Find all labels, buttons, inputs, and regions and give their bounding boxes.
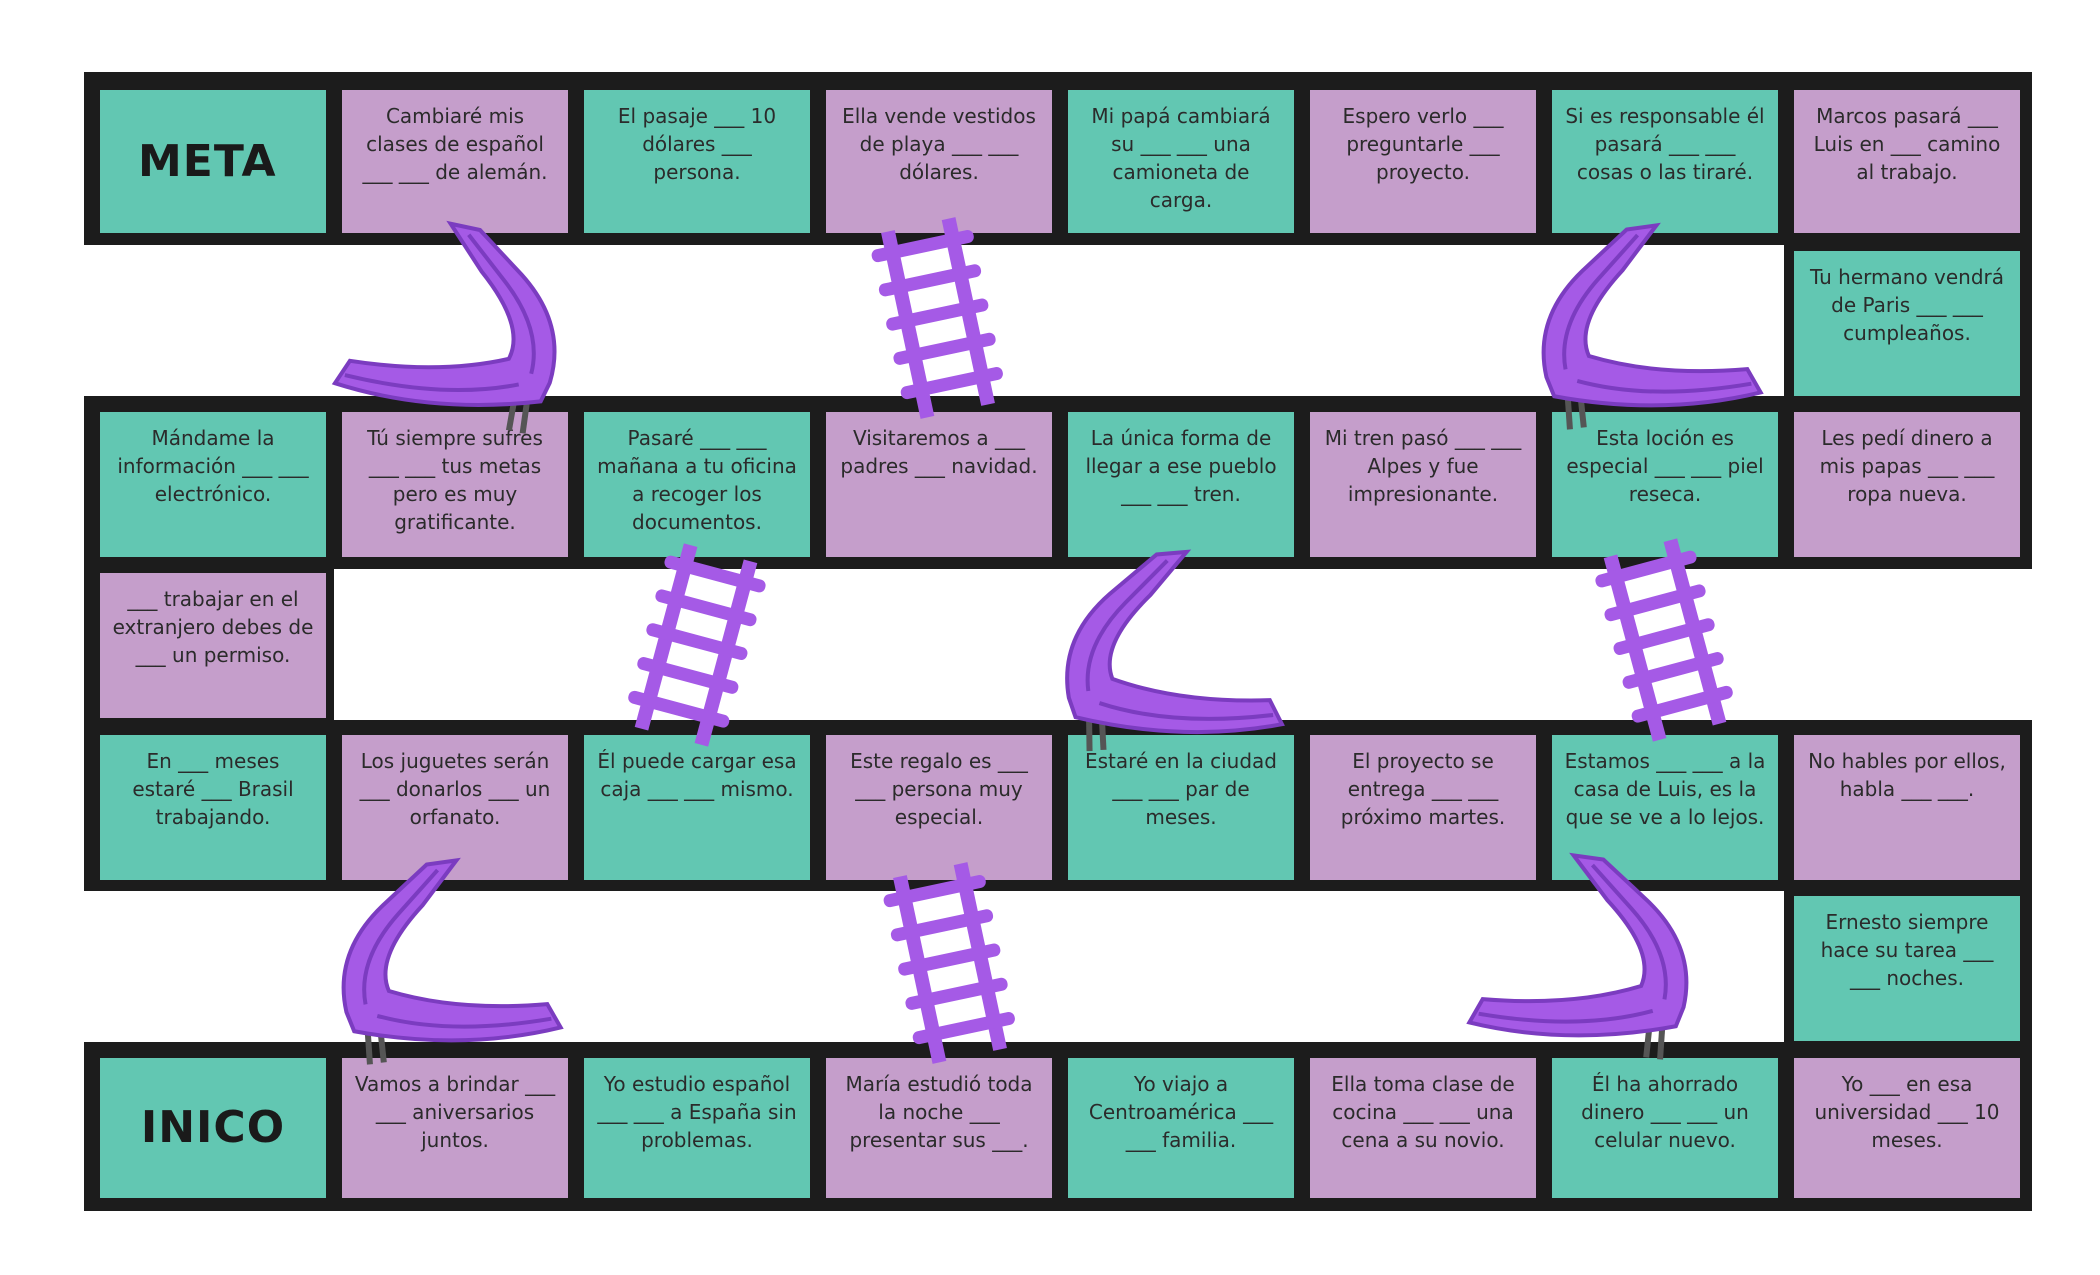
square-text: Mi tren pasó ___ ___ Alpes y fue impresi…: [1324, 426, 1522, 506]
board-square[interactable]: Marcos pasará ___ Luis en ___ camino al …: [1794, 90, 2020, 233]
square-text: Mi papá cambiará su ___ ___ una camionet…: [1091, 104, 1271, 212]
board-square[interactable]: ___ trabajar en el extranjero debes de _…: [100, 573, 326, 718]
board-square[interactable]: Visitaremos a ___ padres ___ navidad.: [826, 412, 1052, 557]
board-square[interactable]: En ___ meses estaré ___ Brasil trabajand…: [100, 735, 326, 880]
board-square[interactable]: Les pedí dinero a mis papas ___ ___ ropa…: [1794, 412, 2020, 557]
board-square[interactable]: Los juguetes serán ___ donarlos ___ un o…: [342, 735, 568, 880]
board-square[interactable]: El proyecto se entrega ___ ___ próximo m…: [1310, 735, 1536, 880]
board-square[interactable]: Mándame la información ___ ___ electróni…: [100, 412, 326, 557]
board-square[interactable]: Mi tren pasó ___ ___ Alpes y fue impresi…: [1310, 412, 1536, 557]
square-text: Yo viajo a Centroamérica ___ ___ familia…: [1088, 1072, 1274, 1152]
square-text: Ernesto siempre hace su tarea ___ ___ no…: [1820, 910, 1994, 990]
board-square[interactable]: Él puede cargar esa caja ___ ___ mismo.: [584, 735, 810, 880]
board-square[interactable]: Esta loción es especial ___ ___ piel res…: [1552, 412, 1778, 557]
square-text: El pasaje ___ 10 dólares ___ persona.: [617, 104, 777, 184]
finish-cell[interactable]: META: [100, 90, 326, 233]
square-text: Ella toma clase de cocina ___ ___ una ce…: [1331, 1072, 1515, 1152]
square-text: ___ trabajar en el extranjero debes de _…: [112, 587, 314, 667]
board-square[interactable]: María estudió toda la noche ___ presenta…: [826, 1058, 1052, 1198]
square-text: Él puede cargar esa caja ___ ___ mismo.: [597, 749, 797, 801]
board-square[interactable]: Yo viajo a Centroamérica ___ ___ familia…: [1068, 1058, 1294, 1198]
square-text: El proyecto se entrega ___ ___ próximo m…: [1340, 749, 1506, 829]
board-square[interactable]: Cambiaré mis clases de español ___ ___ d…: [342, 90, 568, 233]
board-square[interactable]: Ernesto siempre hace su tarea ___ ___ no…: [1794, 896, 2020, 1041]
square-text: Espero verlo ___ preguntarle ___ proyect…: [1342, 104, 1504, 184]
square-text: Él ha ahorrado dinero ___ ___ un celular…: [1581, 1072, 1749, 1152]
start-cell[interactable]: INICO: [100, 1058, 326, 1198]
ladder-2: [621, 539, 771, 751]
square-text: Esta loción es especial ___ ___ piel res…: [1566, 426, 1764, 506]
start-label: INICO: [140, 1102, 286, 1153]
board-square[interactable]: Ella vende vestidos de playa ___ ___ dól…: [826, 90, 1052, 233]
board-square[interactable]: No hables por ellos, habla ___ ___.: [1794, 735, 2020, 880]
square-text: Si es responsable él pasará ___ ___ cosa…: [1565, 104, 1765, 184]
square-text: Vamos a brindar ___ ___ aniversarios jun…: [354, 1072, 556, 1152]
square-text: Este regalo es ___ ___ persona muy espec…: [850, 749, 1028, 829]
board-square[interactable]: Tu hermano vendrá de Paris ___ ___ cumpl…: [1794, 251, 2020, 396]
square-text: Mándame la información ___ ___ electróni…: [117, 426, 309, 506]
square-text: Estaré en la ciudad ___ ___ par de meses…: [1085, 749, 1277, 829]
board-square[interactable]: Espero verlo ___ preguntarle ___ proyect…: [1310, 90, 1536, 233]
board-square[interactable]: Pasaré ___ ___ mañana a tu oficina a rec…: [584, 412, 810, 557]
finish-label: META: [138, 135, 277, 187]
board-square[interactable]: Este regalo es ___ ___ persona muy espec…: [826, 735, 1052, 880]
board-square[interactable]: Estamos ___ ___ a la casa de Luis, es la…: [1552, 735, 1778, 880]
board-square[interactable]: Ella toma clase de cocina ___ ___ una ce…: [1310, 1058, 1536, 1198]
square-text: Ella vende vestidos de playa ___ ___ dól…: [842, 104, 1036, 184]
square-text: Estamos ___ ___ a la casa de Luis, es la…: [1564, 749, 1766, 829]
board-square[interactable]: Tú siempre sufres ___ ___ tus metas pero…: [342, 412, 568, 557]
square-text: Los juguetes serán ___ donarlos ___ un o…: [359, 749, 551, 829]
square-text: Les pedí dinero a mis papas ___ ___ ropa…: [1819, 426, 1995, 506]
square-text: En ___ meses estaré ___ Brasil trabajand…: [132, 749, 294, 829]
square-text: Yo estudio español ___ ___ a España sin …: [597, 1072, 797, 1152]
ladder-1: [867, 214, 1009, 422]
board-square[interactable]: Yo ___ en esa universidad ___ 10 meses.: [1794, 1058, 2020, 1198]
board-square[interactable]: La única forma de llegar a ese pueblo __…: [1068, 412, 1294, 557]
board-square[interactable]: Él ha ahorrado dinero ___ ___ un celular…: [1552, 1058, 1778, 1198]
board-square[interactable]: Vamos a brindar ___ ___ aniversarios jun…: [342, 1058, 568, 1198]
square-text: No hables por ellos, habla ___ ___.: [1808, 749, 2006, 801]
board-square[interactable]: Mi papá cambiará su ___ ___ una camionet…: [1068, 90, 1294, 233]
square-text: Tu hermano vendrá de Paris ___ ___ cumpl…: [1809, 265, 2005, 345]
board-square[interactable]: Yo estudio español ___ ___ a España sin …: [584, 1058, 810, 1198]
square-text: Yo ___ en esa universidad ___ 10 meses.: [1814, 1072, 2000, 1152]
board-square[interactable]: El pasaje ___ 10 dólares ___ persona.: [584, 90, 810, 233]
square-text: María estudió toda la noche ___ presenta…: [845, 1072, 1033, 1152]
square-text: Visitaremos a ___ padres ___ navidad.: [840, 426, 1038, 478]
board-square[interactable]: Estaré en la ciudad ___ ___ par de meses…: [1068, 735, 1294, 880]
square-text: Pasaré ___ ___ mañana a tu oficina a rec…: [597, 426, 797, 534]
square-text: Marcos pasará ___ Luis en ___ camino al …: [1813, 104, 2001, 184]
square-text: Cambiaré mis clases de español ___ ___ d…: [362, 104, 548, 184]
board-square[interactable]: Si es responsable él pasará ___ ___ cosa…: [1552, 90, 1778, 233]
square-text: Tú siempre sufres ___ ___ tus metas pero…: [367, 426, 543, 534]
square-text: La única forma de llegar a ese pueblo __…: [1085, 426, 1277, 506]
